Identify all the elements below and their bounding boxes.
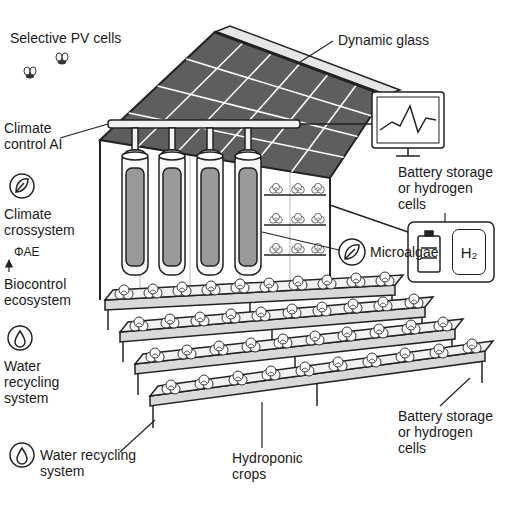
hydrogen-cell: H₂ [452,229,486,275]
pv-roof [100,26,400,178]
callout-label: Water recycling system [40,447,160,479]
callout-label: Dynamic glass [338,32,468,48]
storage-unit [330,205,494,282]
callout-label: Selective PV cells [10,30,180,46]
callout-label: Climate control AI [4,120,76,152]
algae-tube [122,150,261,275]
callout-label: Climate crossystem [4,206,94,238]
up-arrow [8,260,9,272]
pipe [108,120,300,150]
insect-icon [24,53,68,78]
callout-label: Biocontrol ecosystem [4,276,94,308]
callout-label: Hydroponic crops [232,450,322,482]
leaf-icon [10,174,365,265]
callout-label: Battery storage or hydrogen cells [398,164,494,212]
callout-label: Microalgae [370,244,470,260]
monitor-screen [300,92,444,156]
callout-label: Water recycling system [4,358,76,406]
callout-label: ΦAE [14,244,54,260]
cell-label: H₂ [461,244,478,261]
callout-label: Battery storage or hydrogen cells [398,408,494,456]
leader-line [60,41,470,452]
